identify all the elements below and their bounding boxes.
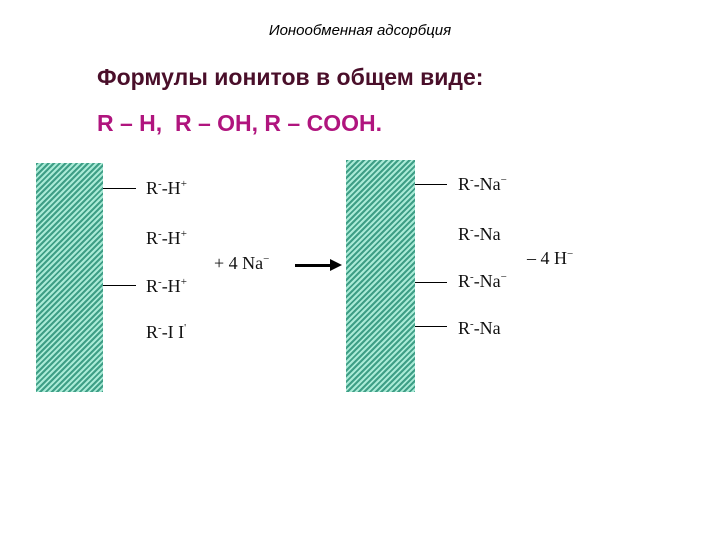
group-ion-charge: +: [180, 228, 187, 240]
group-base-charge: -: [158, 178, 162, 190]
group-ion: -Na: [473, 224, 501, 244]
group-ion-charge: +: [180, 178, 187, 190]
product-charge: −: [567, 248, 574, 260]
group-ion: -I I: [161, 322, 185, 342]
resin-panel-before: [36, 163, 103, 392]
group-base-charge: -: [158, 322, 162, 334]
group-base: R: [146, 178, 159, 198]
group-ion: -H: [161, 178, 181, 198]
reagent-text: + 4 Na: [214, 253, 264, 273]
product-text: – 4 H: [527, 248, 567, 268]
slide-heading: Формулы ионитов в общем виде:: [97, 64, 484, 90]
product-label: – 4 H−: [527, 248, 573, 269]
bond-line: [103, 188, 136, 189]
right-group-4: R--Na: [458, 318, 501, 339]
left-group-1: R--H+: [146, 178, 187, 199]
group-base: R: [458, 174, 471, 194]
right-group-1: R--Na−: [458, 174, 507, 195]
group-base-charge: -: [470, 224, 474, 236]
group-base: R: [146, 228, 159, 248]
group-base-charge: -: [470, 174, 474, 186]
group-base: R: [458, 318, 471, 338]
group-base-charge: -: [470, 271, 474, 283]
right-group-2: R--Na: [458, 224, 501, 245]
left-group-2: R--H+: [146, 228, 187, 249]
group-ion-charge: −: [500, 174, 507, 186]
right-group-3: R--Na−: [458, 271, 507, 292]
group-base-charge: -: [158, 276, 162, 288]
group-base: R: [146, 322, 159, 342]
group-ion-charge: −: [500, 271, 507, 283]
group-base: R: [146, 276, 159, 296]
resin-panel-after: [346, 160, 415, 392]
reagent-charge: −: [263, 253, 270, 265]
reagent-label: + 4 Na−: [214, 253, 269, 274]
group-base: R: [458, 224, 471, 244]
ionite-formulas: R – H, R – OH, R – COOH.: [97, 110, 382, 136]
group-base: R: [458, 271, 471, 291]
group-ion: -H: [161, 228, 181, 248]
group-base-charge: -: [470, 318, 474, 330]
bond-line: [415, 326, 447, 327]
group-ion-charge: +: [180, 276, 187, 288]
bond-line: [415, 282, 447, 283]
group-ion: -Na: [473, 318, 501, 338]
bond-line: [103, 285, 136, 286]
left-group-4: R--I I': [146, 322, 186, 343]
group-base-charge: -: [158, 228, 162, 240]
group-ion: -Na: [473, 271, 501, 291]
slide-title: Ионообменная адсорбция: [268, 22, 452, 39]
group-ion: -H: [161, 276, 181, 296]
reaction-arrow-icon: [330, 259, 342, 271]
bond-line: [415, 184, 447, 185]
group-ion: -Na: [473, 174, 501, 194]
reaction-arrow-shaft: [295, 264, 332, 267]
group-ion-charge: ': [184, 322, 187, 334]
left-group-3: R--H+: [146, 276, 187, 297]
